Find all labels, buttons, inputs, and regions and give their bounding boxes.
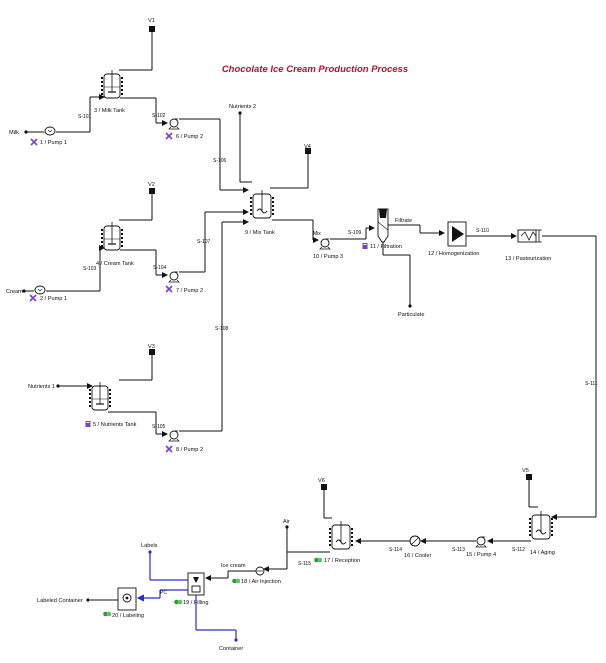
vent-arrow-v5: [526, 474, 532, 480]
unit-14-aging-tank-icon[interactable]: [529, 510, 553, 540]
diagram-title: Chocolate Ice Cream Production Process: [222, 64, 408, 75]
stream-v3-label: V3: [148, 344, 155, 350]
unit-10-pump-3-icon[interactable]: [319, 238, 331, 250]
unit-2-pump-1-icon[interactable]: [34, 285, 46, 295]
unit-18-air-injection-icon[interactable]: [255, 566, 265, 576]
unit-11-label: 11 / Filtration: [370, 244, 402, 250]
unit-12-label: 12 / Homogenization: [428, 251, 479, 257]
unit-14-label: 14 / Aging: [530, 550, 555, 556]
unit-20-label: 20 / Labeling: [112, 613, 144, 619]
stream-cream-label: Cream: [6, 289, 23, 295]
stream-s103-label: S-103: [83, 266, 97, 272]
stream-labeled-container-label: Labeled Container: [37, 598, 83, 604]
stream-s102-label: S-102: [152, 113, 166, 119]
unit-7-status-x-icon: [165, 285, 173, 293]
unit-17-label: 17 / Reception: [324, 558, 360, 564]
stream-nutrients1-label: Nutrients 1: [28, 384, 55, 390]
stream-nutrients2-label: Nutrients 2: [229, 104, 256, 110]
unit-3-milk-tank-icon[interactable]: [101, 69, 123, 99]
stream-s101-label: S-101: [78, 114, 92, 120]
unit-6-pump-2-icon[interactable]: [168, 118, 180, 130]
unit-2-status-x-icon: [29, 294, 37, 302]
stream-s115-label: S-115: [298, 561, 311, 567]
unit-18-label: 18 / Air Injection: [241, 579, 281, 585]
unit-16-label: 16 / Cooler: [404, 553, 431, 559]
unit-11-filtration-icon[interactable]: [377, 208, 389, 243]
vent-arrow-v6: [321, 484, 327, 490]
unit-1-pump-1-icon[interactable]: [44, 126, 56, 136]
stream-ice-cream-label: Ice cream: [221, 563, 246, 569]
unit-15-pump-4-icon[interactable]: [475, 536, 487, 548]
stream-s107-label: S-107: [197, 239, 211, 245]
vent-arrow-v2: [149, 188, 155, 194]
stream-filtrate-label: Filtrate: [395, 218, 412, 224]
unit-19-filling-icon[interactable]: [187, 572, 205, 596]
unit-4-label: 4 / Cream Tank: [96, 261, 134, 267]
unit-19-status-ok-icon: [174, 599, 183, 605]
stream-milk-label: Milk: [9, 130, 19, 136]
unit-10-label: 10 / Pump 3: [313, 254, 343, 260]
stream-v4-label: V4: [304, 144, 311, 150]
unit-7-pump-2-icon[interactable]: [168, 271, 180, 283]
unit-9-mix-tank-icon[interactable]: [250, 189, 274, 219]
unit-1-label: 1 / Pump 1: [40, 140, 67, 146]
unit-3-label: 3 / Milk Tank: [94, 108, 125, 114]
unit-20-labeling-icon[interactable]: [117, 587, 137, 611]
stream-s114-label: S-114: [389, 547, 402, 553]
unit-13-pasteurizer-icon[interactable]: [517, 229, 542, 243]
stream-mix-label: Mix: [313, 231, 321, 237]
unit-20-status-ok-icon: [103, 611, 112, 617]
unit-17-status-ok-icon: [314, 557, 323, 563]
stream-s109-label: S-109: [348, 230, 362, 236]
unit-12-homogenizer-icon[interactable]: [447, 221, 467, 247]
stream-air-label: Air: [283, 519, 290, 525]
unit-2-label: 2 / Pump 1: [40, 296, 67, 302]
unit-8-pump-2-icon[interactable]: [168, 430, 180, 442]
stream-v6-label: V6: [318, 478, 325, 484]
stream-s108-label: S-108: [215, 326, 229, 332]
unit-5-nutrients-tank-icon[interactable]: [89, 381, 111, 411]
unit-18-status-ok-icon: [232, 578, 241, 584]
stream-labels-label: Labels: [141, 543, 158, 549]
stream-s105-label: S-105: [152, 424, 166, 430]
unit-6-status-x-icon: [165, 132, 173, 140]
unit-16-cooler-icon[interactable]: [409, 535, 421, 547]
unit-13-label: 13 / Pasteurization: [505, 256, 551, 262]
stream-s110-label: S-110: [476, 228, 489, 234]
vent-arrow-v4: [305, 148, 311, 154]
unit-8-status-x-icon: [165, 445, 173, 453]
stream-v5-label: V5: [522, 468, 529, 474]
unit-15-label: 15 / Pump 4: [466, 552, 496, 558]
stream-s112-label: S-112: [512, 547, 525, 553]
vent-arrow-v3: [149, 349, 155, 355]
unit-6-label: 6 / Pump 2: [176, 134, 203, 140]
stream-container-label: Container: [219, 646, 243, 652]
vent-arrow-v1: [149, 26, 155, 32]
stream-v2-label: V2: [148, 182, 155, 188]
stream-particulate-label: Particulate: [398, 312, 424, 318]
unit-8-label: 8 / Pump 2: [176, 447, 203, 453]
stream-s106-label: S-106: [213, 158, 227, 164]
stream-s104-label: S-104: [153, 265, 167, 271]
unit-1-status-x-icon: [30, 138, 38, 146]
unit-11-status-doc-icon: [362, 243, 368, 249]
unit-4-cream-tank-icon[interactable]: [101, 221, 123, 251]
unit-5-status-doc-icon: [85, 421, 91, 427]
stream-s111-label: S-111: [585, 381, 598, 387]
stream-s113-label: S-113: [452, 547, 465, 553]
unit-7-label: 7 / Pump 2: [176, 288, 203, 294]
stream-v1-label: V1: [148, 18, 155, 24]
stream-pc-label: PC: [160, 590, 167, 596]
unit-17-reception-tank-icon[interactable]: [329, 520, 353, 550]
unit-9-label: 9 / Mix Tank: [245, 230, 275, 236]
unit-5-label: 5 / Nutrients Tank: [93, 422, 137, 428]
